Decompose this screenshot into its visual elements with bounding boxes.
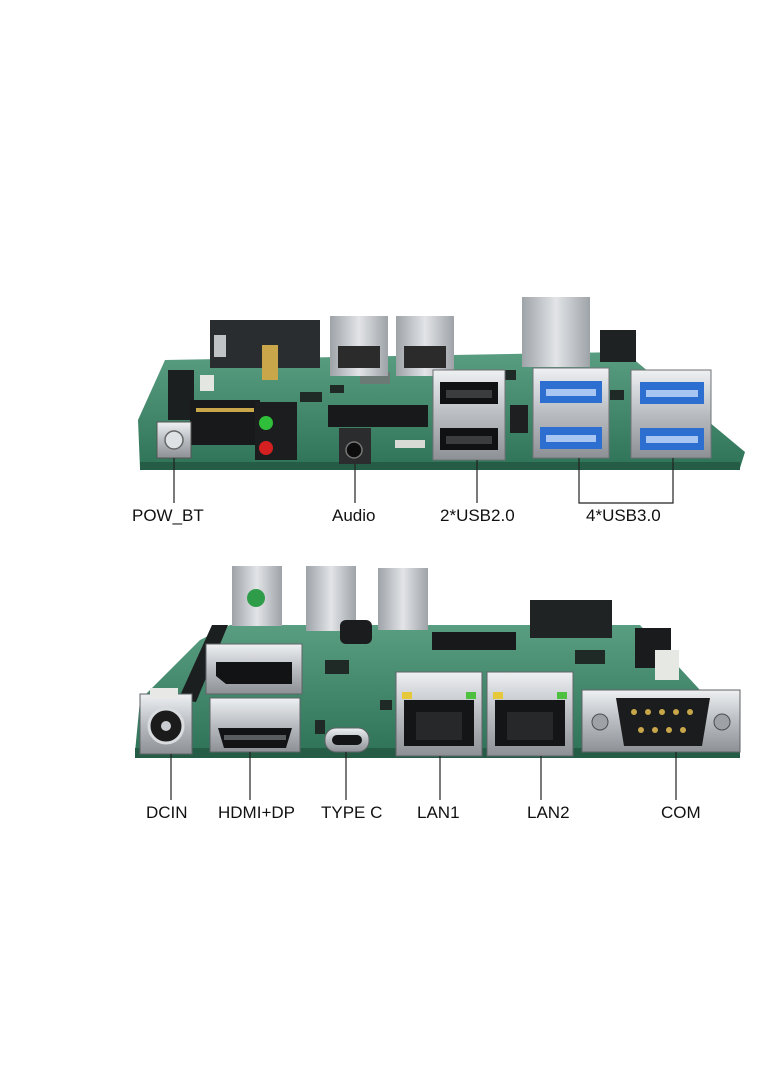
hdmi-port: [209, 697, 301, 753]
label-dcin: DCIN: [146, 803, 188, 822]
usb3-stack-1: [532, 367, 610, 459]
lan2-port: [486, 671, 574, 757]
led-red: [259, 441, 273, 455]
label-com: COM: [661, 803, 701, 822]
type-c-port: [324, 727, 370, 753]
label-pow-bt: POW_BT: [132, 506, 204, 525]
bottom-rear-usb-3: [378, 568, 428, 630]
label-usb3: 4*USB3.0: [586, 506, 661, 525]
label-usb2: 2*USB2.0: [440, 506, 515, 525]
dc-jack: [139, 688, 193, 755]
top-rear-connector: [522, 297, 590, 367]
usb2-stack: [432, 369, 506, 461]
top-board: [138, 297, 745, 504]
led-green: [259, 416, 273, 430]
top-m2-slot: [190, 400, 260, 445]
dp-port: [205, 643, 303, 695]
label-type-c: TYPE C: [321, 803, 383, 822]
top-m2-slot-2: [328, 405, 428, 427]
bottom-board: [135, 566, 741, 800]
label-lan2: LAN2: [527, 803, 570, 822]
label-hdmi-dp: HDMI+DP: [218, 803, 295, 822]
lan1-port: [395, 671, 483, 757]
label-audio: Audio: [332, 506, 376, 525]
usb3-stack-2: [630, 369, 712, 459]
label-lan1: LAN1: [417, 803, 460, 822]
top-leader-lines: [173, 458, 674, 504]
com-port: [581, 689, 741, 753]
bottom-leader-lines: [170, 752, 677, 800]
